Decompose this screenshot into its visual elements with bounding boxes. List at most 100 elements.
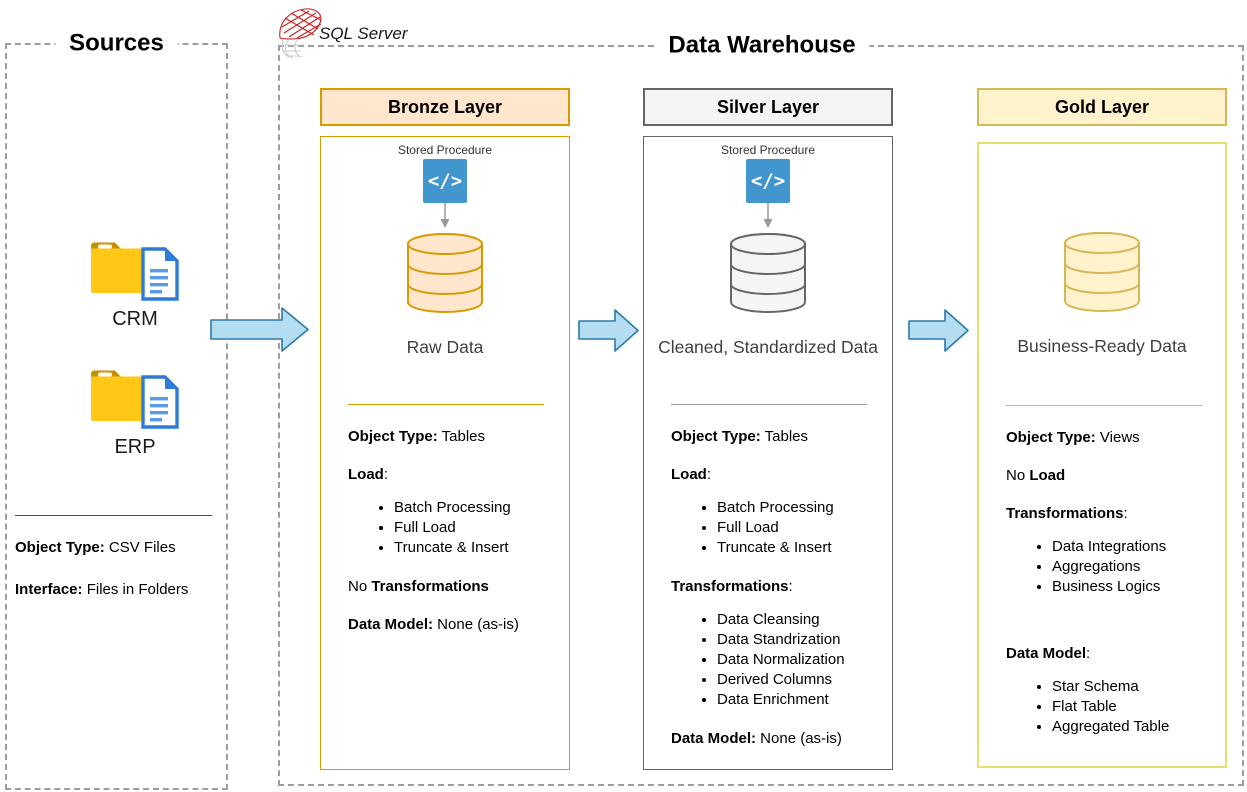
section-text: No (1006, 467, 1030, 484)
bullet-list: Batch ProcessingFull LoadTruncate & Inse… (671, 498, 880, 558)
sources-interface-field: Interface: Files in Folders (15, 581, 188, 598)
sql-server-label: SQL Server (319, 24, 408, 43)
bullet-item: Full Load (717, 518, 880, 538)
stored-procedure-code-icon: </> (746, 159, 790, 203)
source-label: CRM (112, 308, 158, 330)
field-label: Interface: (15, 581, 83, 598)
section-text: Tables (437, 428, 486, 445)
layer-divider (1006, 405, 1202, 406)
sources-object-type-field: Object Type: CSV Files (15, 539, 176, 556)
layer-header: Silver Layer (643, 88, 893, 126)
section-text: : (1086, 645, 1091, 662)
section-line: Object Type: Views (1006, 429, 1213, 447)
layer-column-silver: Silver Layer Stored Procedure </> (643, 88, 893, 770)
stored-procedure-block: Stored Procedure </> (321, 143, 569, 229)
sources-title: Sources (55, 29, 178, 58)
bullet-list: Data CleansingData StandrizationData Nor… (671, 610, 880, 710)
section-label: Load (1029, 467, 1066, 484)
bullet-item: Data Cleansing (717, 610, 880, 630)
section-line: No Transformations (348, 578, 557, 596)
bullet-item: Data Enrichment (717, 690, 880, 710)
connector-arrow-down-icon (440, 203, 450, 228)
source-item-crm: CRM (75, 237, 195, 331)
bullet-item: Flat Table (1052, 697, 1213, 717)
stored-procedure-code-icon: </> (423, 159, 467, 203)
layer-column-gold: Gold Layer Business-Ready Data Object Ty… (977, 88, 1227, 768)
section-label: Transformations (1006, 505, 1124, 522)
bullet-item: Derived Columns (717, 670, 880, 690)
bullet-item: Aggregations (1052, 557, 1213, 577)
section-line: Transformations: (1006, 505, 1213, 523)
section-line: No Load (1006, 467, 1213, 485)
database-cylinder-icon (730, 233, 806, 313)
bullet-item: Data Integrations (1052, 537, 1213, 557)
section-text: : (788, 578, 793, 595)
data-warehouse-box: Data Warehouse (278, 31, 1244, 786)
database-cylinder-icon (1064, 232, 1140, 312)
bullet-list: Batch ProcessingFull LoadTruncate & Inse… (348, 498, 557, 558)
section-line: Object Type: Tables (671, 428, 880, 446)
section-label: Load (348, 466, 384, 483)
section-label: Data Model: (348, 616, 434, 633)
section-label: Load (671, 466, 707, 483)
flow-arrow-sources-to-bronze-icon (210, 307, 309, 352)
section-text: No (348, 578, 372, 595)
folder-file-icon (91, 242, 179, 301)
section-line: Load: (348, 466, 557, 484)
section-line: Data Model: None (as-is) (348, 616, 557, 634)
bullet-list: Star SchemaFlat TableAggregated Table (1006, 677, 1213, 737)
section-line: Transformations: (671, 578, 880, 596)
section-text: : (1123, 505, 1128, 522)
section-label: Object Type: (348, 428, 438, 445)
section-label: Data Model (1006, 645, 1087, 662)
bullet-item: Truncate & Insert (394, 538, 557, 558)
field-value: CSV Files (104, 539, 176, 556)
source-label: ERP (114, 436, 156, 458)
section-label: Transformations (671, 578, 789, 595)
database-cylinder-icon (407, 233, 483, 313)
sql-server-logo-icon (279, 8, 322, 59)
bullet-item: Data Normalization (717, 650, 880, 670)
section-label: Object Type: (1006, 429, 1096, 446)
bullet-item: Full Load (394, 518, 557, 538)
layer-content-box: Stored Procedure </> Raw Data (320, 136, 570, 770)
source-item-erp: ERP (75, 365, 195, 459)
bullet-list: Data IntegrationsAggregationsBusiness Lo… (1006, 537, 1213, 597)
connector-arrow-down-icon (763, 203, 773, 228)
stored-procedure-block: Stored Procedure </> (644, 143, 892, 229)
stored-procedure-label: Stored Procedure (720, 143, 816, 157)
database-caption: Business-Ready Data (1017, 336, 1187, 356)
database-caption: Cleaned, Standardized Data (658, 337, 878, 357)
layer-content-box: Stored Procedure </> Cleaned, Sta (643, 136, 893, 770)
layer-column-bronze: Bronze Layer Stored Procedure </> (320, 88, 570, 770)
bullet-item: Data Standrization (717, 630, 880, 650)
bullet-item: Truncate & Insert (717, 538, 880, 558)
section-line: Load: (671, 466, 880, 484)
section-line: Object Type: Tables (348, 428, 557, 446)
flow-arrow-silver-to-gold-icon (908, 309, 969, 352)
layer-header: Gold Layer (977, 88, 1227, 126)
flow-arrow-bronze-to-silver-icon (578, 309, 639, 352)
sources-box: Sources CRM (5, 29, 228, 790)
bullet-item: Business Logics (1052, 577, 1213, 597)
layer-divider (671, 404, 867, 405)
section-text: : (706, 466, 712, 483)
bullet-item: Batch Processing (717, 498, 880, 518)
field-value: Files in Folders (82, 581, 189, 598)
section-text: : (383, 466, 389, 483)
layer-divider (348, 404, 544, 405)
section-label: Object Type: (671, 428, 761, 445)
section-text: None (as-is) (433, 616, 519, 633)
bullet-item: Star Schema (1052, 677, 1213, 697)
section-text: Tables (760, 428, 809, 445)
bullet-item: Aggregated Table (1052, 717, 1213, 737)
stored-procedure-label: Stored Procedure (397, 143, 493, 157)
database-caption: Raw Data (406, 337, 484, 357)
section-label: Transformations (371, 578, 489, 595)
data-warehouse-title: Data Warehouse (654, 31, 870, 60)
